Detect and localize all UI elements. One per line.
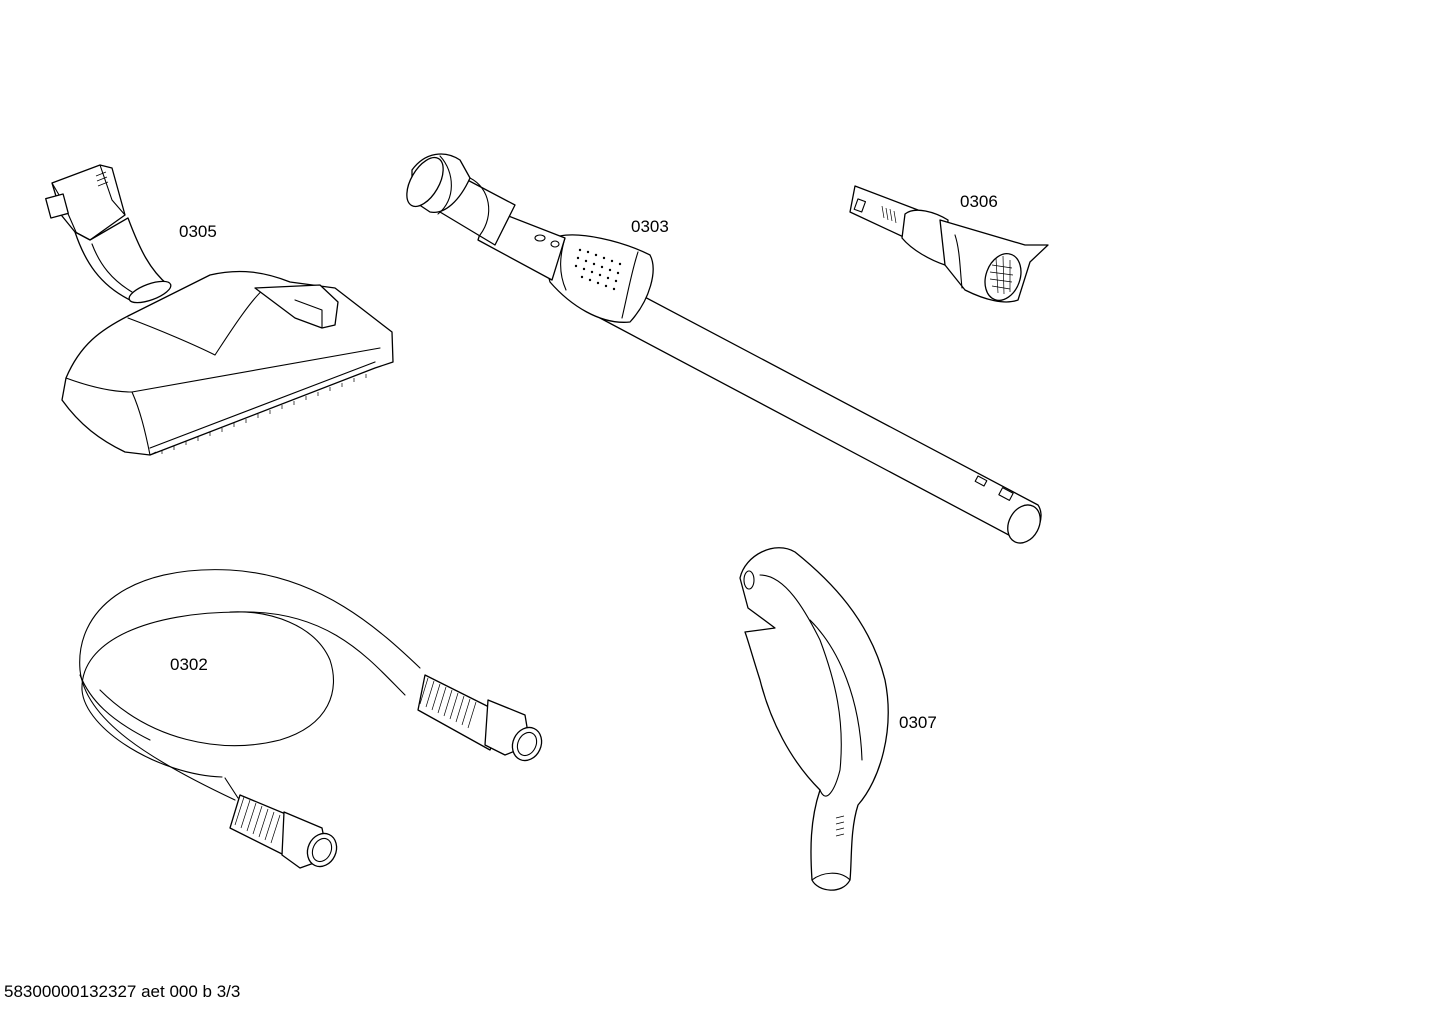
floor-nozzle-drawing [45,164,394,456]
grip-dots [574,248,622,291]
part-label-0303: 0303 [631,217,669,236]
telescopic-tube-drawing [406,153,1042,544]
part-label-0307: 0307 [899,713,937,732]
drawing-reference-footer: 58300000132327 aet 000 b 3/3 [4,982,241,1001]
part-label-0302: 0302 [170,655,208,674]
crevice-tool-drawing [849,185,1049,303]
handle-drawing [739,547,889,891]
suction-hose-drawing [79,569,543,869]
part-label-0306: 0306 [960,192,998,211]
part-label-0305: 0305 [179,222,217,241]
